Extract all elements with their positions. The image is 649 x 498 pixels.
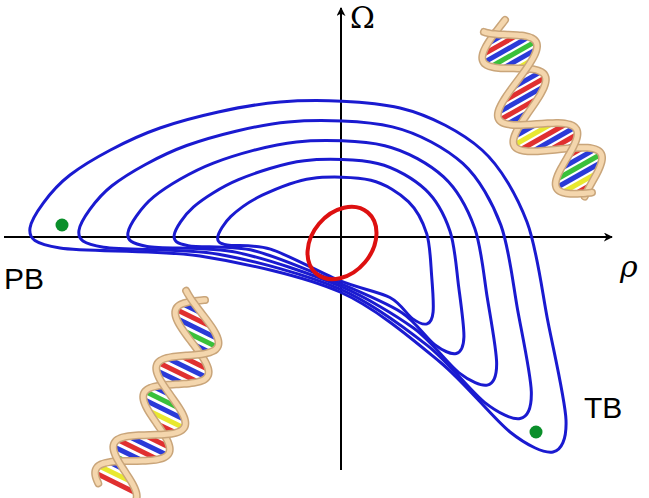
limit-cycle	[293, 193, 390, 293]
dna-helix	[95, 291, 218, 498]
dna-illustrations	[95, 20, 602, 498]
omega-axis	[340, 8, 342, 470]
backbone-edge	[113, 291, 218, 498]
fixed-point	[530, 426, 543, 439]
axis-label: Ω	[350, 3, 375, 33]
energy-contour	[174, 159, 464, 353]
energy-contour	[79, 121, 532, 419]
rho-axis	[4, 236, 612, 238]
energy-contour	[30, 101, 566, 453]
state-label: PB	[4, 264, 44, 294]
energy-contours	[30, 101, 566, 453]
energy-contour	[128, 141, 497, 386]
fixed-point	[56, 219, 69, 232]
state-label: TB	[584, 393, 622, 423]
backbone	[113, 291, 218, 498]
axis-label: ρ	[620, 252, 638, 282]
energy-contour	[218, 177, 434, 324]
